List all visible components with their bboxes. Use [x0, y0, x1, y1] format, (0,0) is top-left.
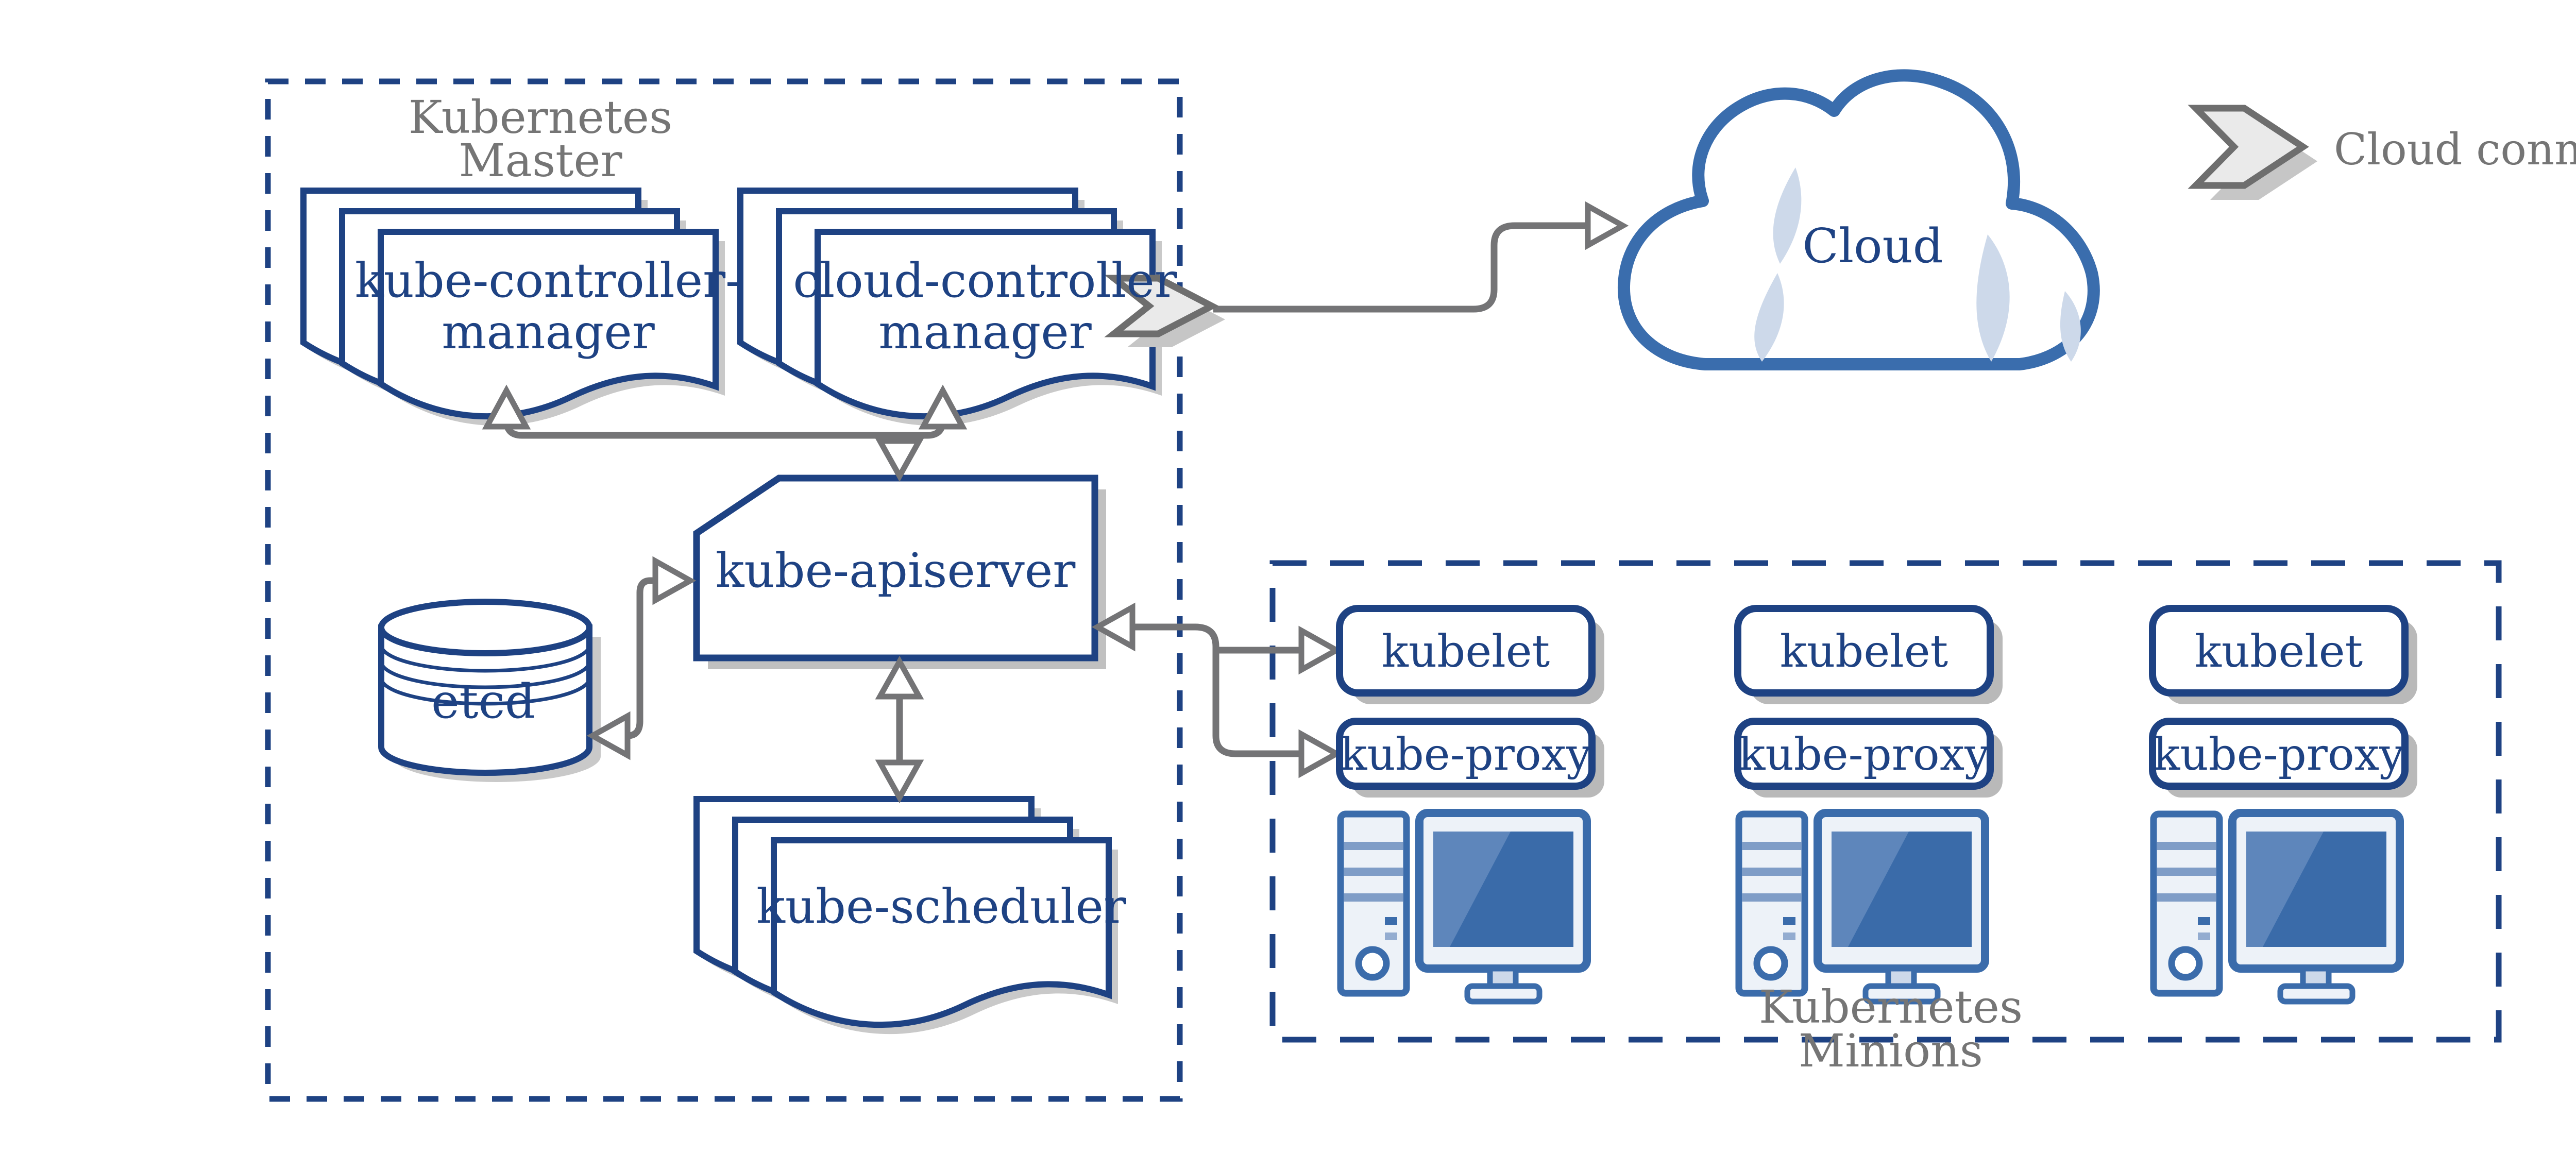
cloud-controller-chevron-icon: [1104, 275, 1225, 347]
cloud-shine-4: [2060, 291, 2081, 362]
kube-apiserver-label: kube-apiserver: [715, 543, 1076, 598]
kubernetes-minions-zone-border: [1269, 560, 2502, 1043]
etcd-database-cylinder: [378, 599, 601, 782]
cloud-shine-1: [1773, 167, 1802, 264]
kube-controller-manager-label-line2: manager: [442, 304, 655, 360]
arrowhead-right-kubelet: [1298, 625, 1343, 675]
cloud-shape: [1617, 69, 2100, 370]
cloud-connector-legend-label: Cloud connector: [2334, 124, 2576, 175]
cloud-controller-manager-label-line1: cloud-controller: [793, 253, 1177, 308]
arrowheads: [482, 201, 1629, 804]
kube-proxy-label-1: kube-proxy: [1340, 729, 1591, 781]
kubelet-label-3: kubelet: [2194, 626, 2363, 677]
cloud-connector-chevron-icon: [2188, 105, 2317, 200]
kubelet-label-1: kubelet: [1381, 626, 1550, 677]
kube-proxy-box-2: [1734, 718, 1994, 790]
etcd-apiserver-connector: [627, 577, 654, 739]
kube-proxy-label-2: kube-proxy: [1738, 729, 1990, 781]
kube-proxy-box-1: [1336, 718, 1596, 790]
cloud-label: Cloud: [1802, 218, 1943, 274]
kube-proxy-label-3: kube-proxy: [2153, 729, 2404, 781]
computer-icon-2: [1739, 813, 1985, 1002]
cloud-shine-3: [1976, 234, 2010, 362]
apiserver-kubeproxy-connector: [1133, 623, 1300, 757]
etcd-label: etcd: [431, 674, 535, 729]
arrowhead-right-apiserver-left: [652, 556, 697, 605]
computer-icon-3: [2154, 813, 2400, 1002]
arrowhead-up-kcm: [482, 384, 531, 430]
cloud-shine-2: [1754, 273, 1784, 362]
kube-scheduler-label: kube-scheduler: [756, 879, 1126, 934]
kubelet-box-1: [1336, 605, 1596, 697]
cloud-controller-manager-label-line2: manager: [878, 304, 1092, 360]
kube-proxy-box-3: [2149, 718, 2409, 790]
kubelet-box-3: [2149, 605, 2409, 697]
kubelet-label-2: kubelet: [1780, 626, 1948, 677]
arrowhead-up-ccm: [918, 384, 968, 430]
computer-icon-1: [1341, 813, 1587, 1002]
kube-controller-manager-label-line1: kube-controller-: [354, 253, 742, 308]
arrowhead-right-cloud: [1585, 201, 1629, 250]
minions-zone-title-line1: Kubernetes: [1758, 980, 2023, 1033]
minions-zone-title-line2: Minions: [1799, 1024, 1983, 1077]
kube-apiserver-card: [693, 474, 1106, 669]
cloud-connector-line: [1213, 222, 1587, 313]
arrowhead-right-kubeproxy: [1298, 729, 1343, 778]
arrowhead-down-scheduler: [875, 759, 924, 804]
kubelet-box-2: [1734, 605, 1994, 697]
master-zone-title-line2: Master: [459, 134, 622, 187]
minion-node-boxes: [1336, 605, 2417, 798]
arrowhead-up-apiserver-bottom: [875, 655, 924, 700]
kubernetes-master-zone-border: [265, 78, 1183, 1102]
arrowhead-left-etcd: [586, 711, 631, 760]
arrowhead-down-apiserver: [875, 438, 924, 482]
arrowhead-left-apiserver-right: [1091, 602, 1136, 652]
master-zone-title-line1: Kubernetes: [408, 91, 673, 144]
controllers-apiserver-connector: [503, 416, 946, 439]
